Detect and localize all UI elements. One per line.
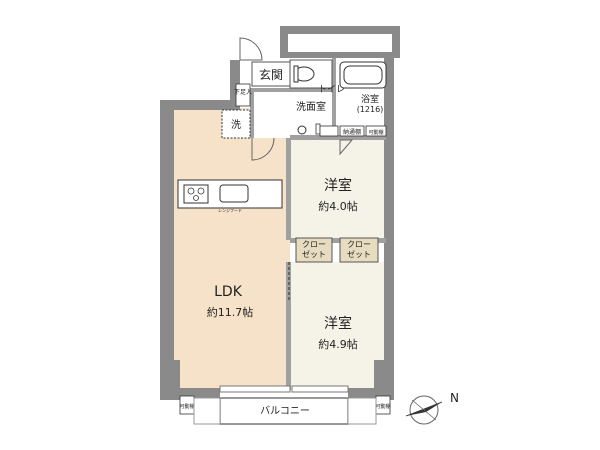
movable-shelf-top-label: 可動棚 (368, 129, 383, 136)
closet-1-label-a: クロー (302, 240, 326, 249)
sink-icon (297, 125, 307, 135)
western-room-1-floor (290, 140, 390, 240)
bath-label: 浴室 (361, 93, 379, 105)
storage-small (339, 125, 365, 137)
western-room-1-size: 約4.0帖 (318, 199, 358, 213)
stove-icon (183, 184, 209, 204)
entrance-door (239, 37, 263, 61)
balcony (219, 397, 349, 425)
washroom-counter (315, 123, 321, 135)
washer-label: 洗 (231, 119, 241, 131)
closet-1 (295, 237, 333, 263)
compass-icon (405, 395, 443, 425)
storage-small-label: 納通棚 (343, 128, 361, 136)
movable-shelf-right-label: 可動棚 (375, 403, 390, 410)
closet-2-label-b: ゼット (347, 249, 371, 259)
closet-2 (339, 237, 379, 263)
movable-shelf-top (365, 125, 387, 137)
toilet-tank-icon (293, 65, 299, 83)
western-room-2-size: 約4.9帖 (318, 337, 358, 351)
western-room-1-door (339, 139, 354, 156)
shoe-cabinet (235, 83, 251, 107)
balcony-label: バルコニー (260, 405, 310, 417)
interior-walls (250, 58, 386, 390)
western-room-2-floor (290, 262, 390, 390)
washroom-door (251, 137, 275, 161)
western-room-1-name: 洋室 (324, 177, 352, 194)
closet-2-label-a: クロー (347, 240, 371, 249)
washer-space (221, 109, 251, 139)
washroom-label: 洗面室 (296, 100, 326, 113)
toilet-label: トイレ (318, 85, 345, 95)
ldk-name: LDK (214, 284, 243, 300)
windows (219, 385, 349, 393)
kitchen-sink-icon (219, 184, 249, 203)
closet-1-label-b: ゼット (302, 249, 326, 259)
compass-north-label: N (450, 391, 459, 405)
movable-shelf-left-label: 可動棚 (179, 403, 194, 410)
shoe-cabinet-label: 下足入 (234, 89, 252, 96)
entrance-area (251, 61, 291, 87)
western-room-2-name: 洋室 (324, 315, 352, 332)
bath-size: (1216) (357, 105, 384, 114)
entrance-label: 玄関 (259, 67, 283, 82)
range-hood-label: レンジフード (218, 208, 242, 213)
walls (160, 26, 400, 400)
ldk-size: 約11.7帖 (207, 305, 254, 319)
ldk-floor (172, 108, 290, 390)
